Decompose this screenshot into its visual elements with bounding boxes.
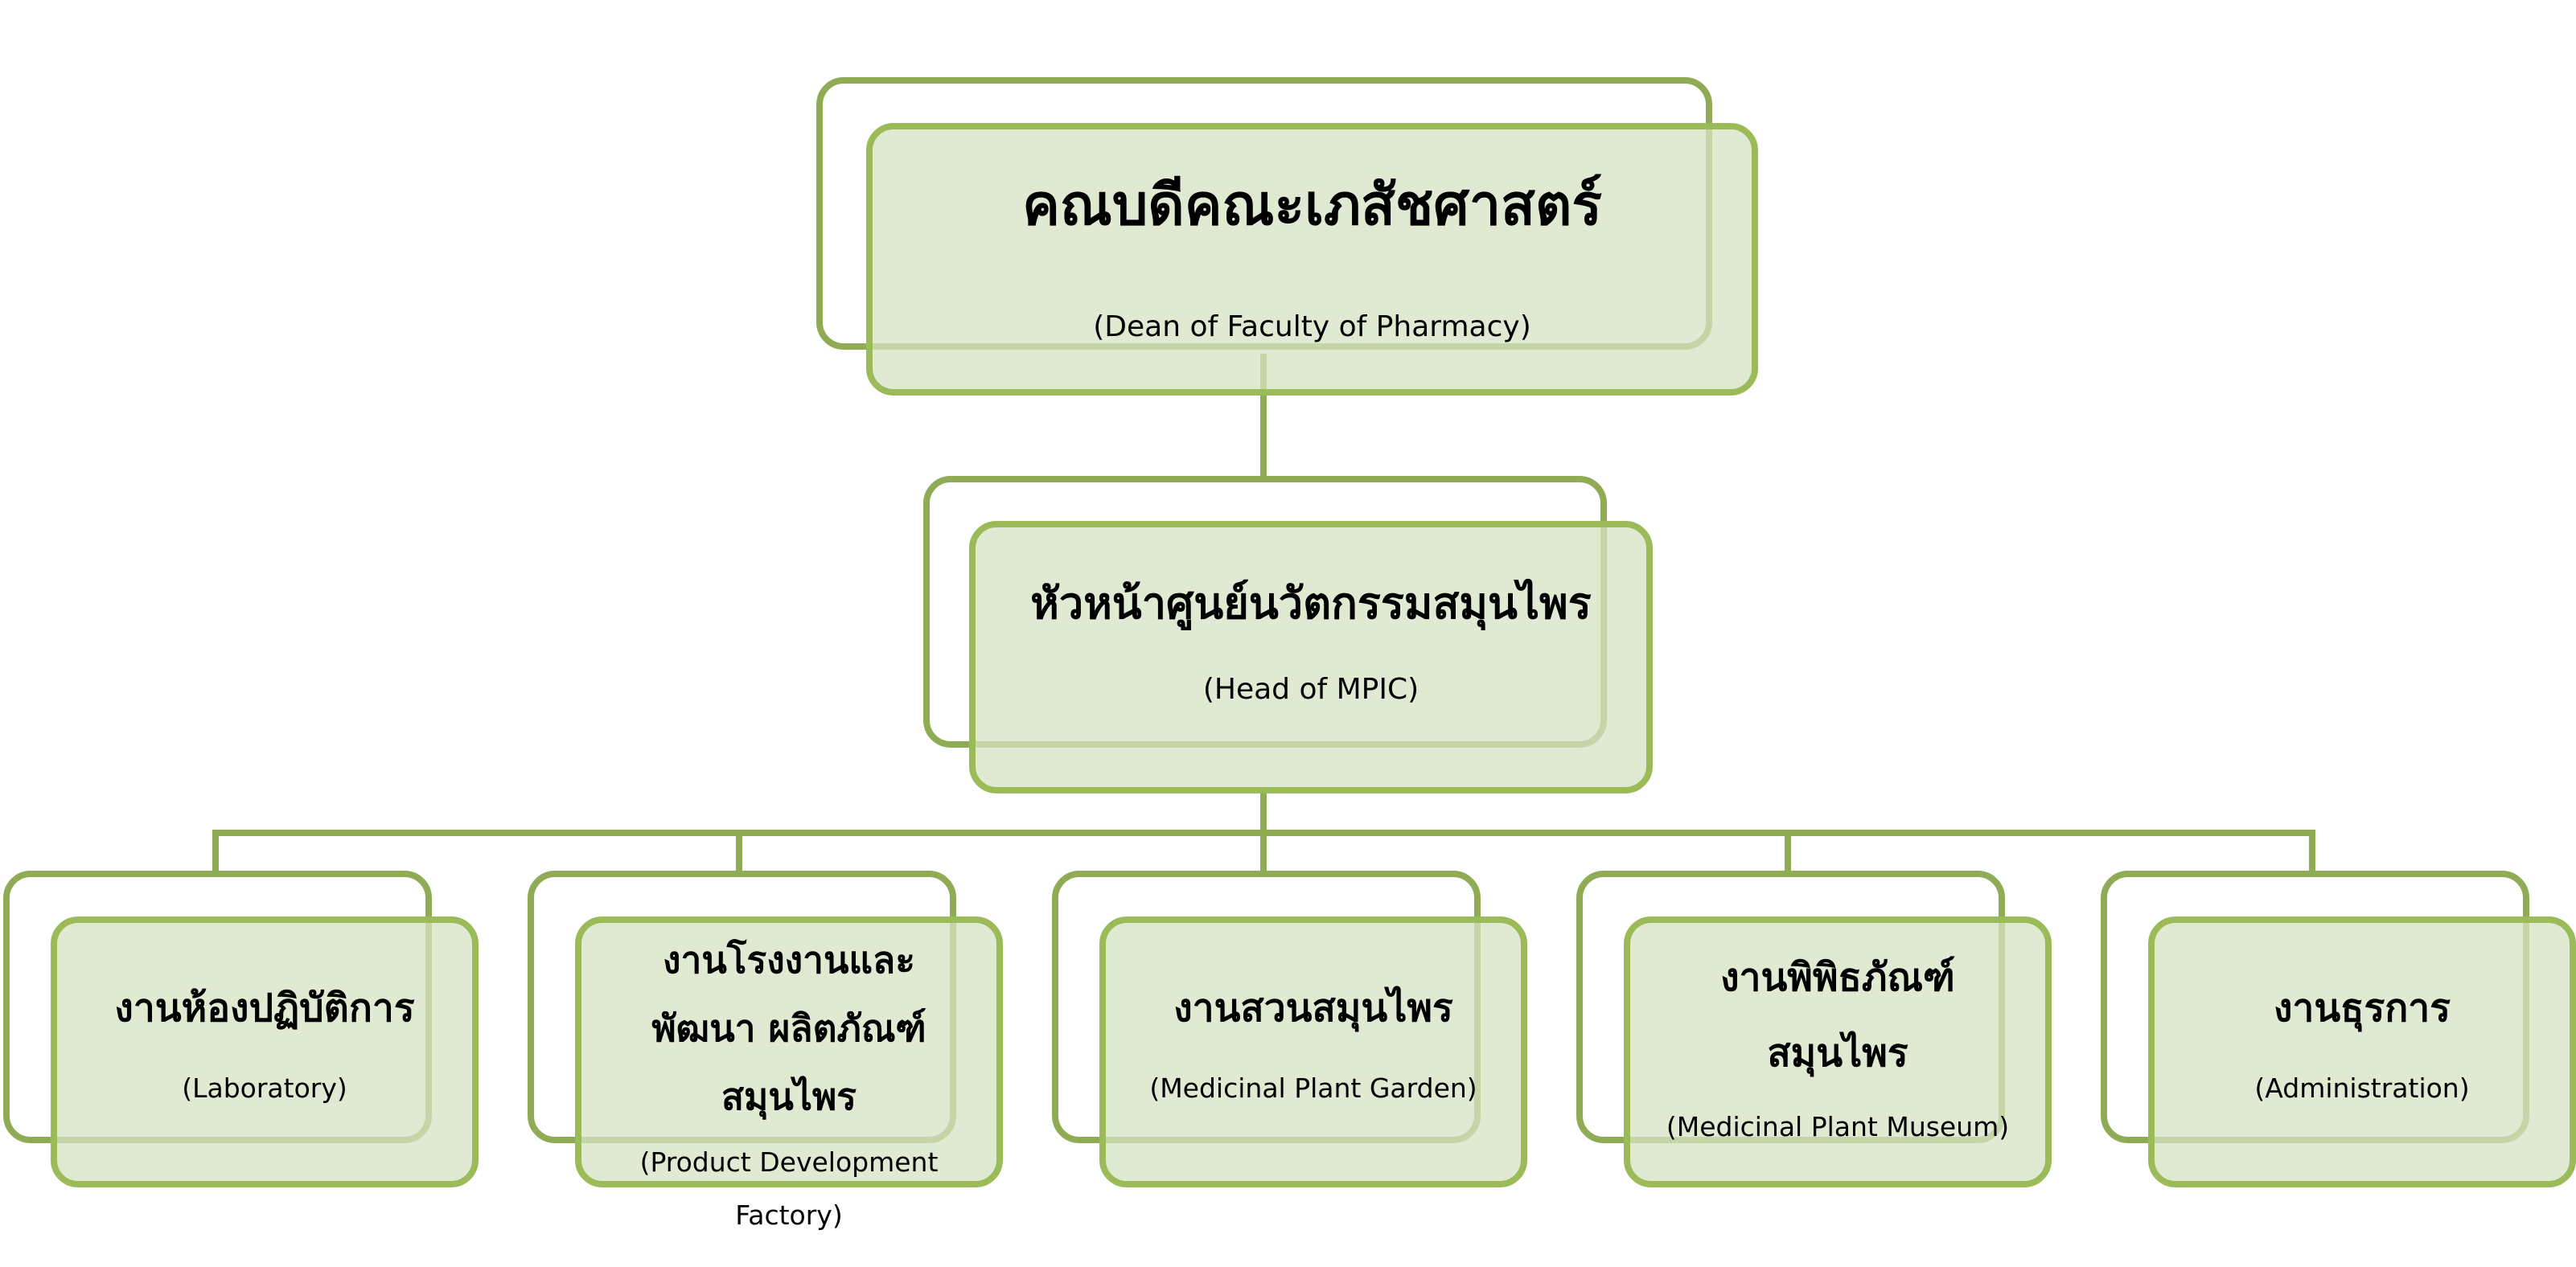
unit-title-th: งานโรงงานและพัฒนา ผลิตภัณฑ์สมุนไพร [651,938,926,1119]
unit-title-th: งานธุรการ [2273,986,2451,1031]
unit-title-en: (Administration) [2254,1072,2470,1104]
unit-box-museum[interactable]: งานพิพิธภัณฑ์ สมุนไพร (Medicinal Plant M… [1624,916,2052,1187]
unit-title-en: (Medicinal Plant Museum) [1666,1111,2010,1143]
unit-box-product-development[interactable]: งานโรงงานและพัฒนา ผลิตภัณฑ์สมุนไพร (Prod… [575,916,1003,1231]
head-title-en: (Head of MPIC) [1202,673,1419,707]
unit-title-th: งานพิพิธภัณฑ์ สมุนไพร [1720,955,1955,1076]
unit-title-th: งานสวนสมุนไพร [1173,986,1453,1031]
unit-box-garden[interactable]: งานสวนสมุนไพร (Medicinal Plant Garden) [1099,916,1527,1187]
dean-title-en: (Dean of Faculty of Pharmacy) [1093,310,1531,343]
unit-box-laboratory[interactable]: งานห้องปฏิบัติการ (Laboratory) [51,916,479,1187]
unit-title-en: (Laboratory) [182,1072,347,1104]
dean-box[interactable]: คณบดีคณะเภสัชศาสตร์ (Dean of Faculty of … [866,123,1758,396]
dean-title-th: คณบดีคณะเภสัชศาสตร์ [1022,172,1602,238]
unit-title-en: (Product Development Factory) [639,1146,939,1232]
head-title-th: หัวหน้าศูนย์นวัตกรรมสมุนไพร [1030,578,1592,629]
unit-box-administration[interactable]: งานธุรการ (Administration) [2148,916,2576,1187]
unit-title-th: งานห้องปฏิบัติการ [114,986,415,1031]
unit-title-en: (Medicinal Plant Garden) [1149,1072,1477,1104]
head-box[interactable]: หัวหน้าศูนย์นวัตกรรมสมุนไพร (Head of MPI… [969,521,1653,793]
